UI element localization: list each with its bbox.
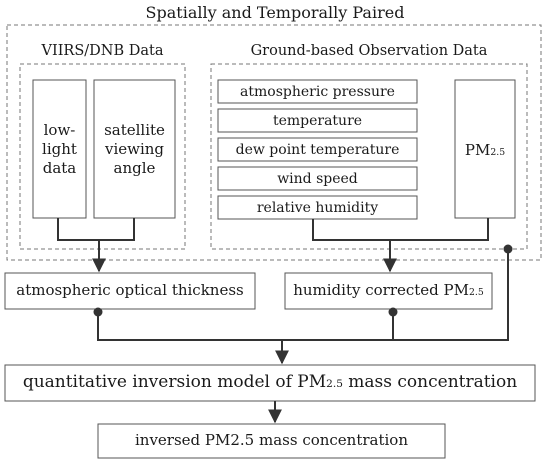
low-light-box [32,79,87,219]
model-sub: 2.5 [326,378,343,390]
item-atmospheric-pressure: atmospheric pressure [240,84,395,100]
result-label: inversed PM2.5 mass concentration [134,431,409,449]
low-light-line-2: light [42,140,77,158]
outer-dashed-frame [6,24,542,261]
outer-title: Spatially and Temporally Paired [145,3,405,22]
pm25-sub: 2.5 [490,147,506,158]
low-light-line-3: data [42,159,77,177]
humidity-corrected-box [284,272,493,310]
viewing-angle-line-2: viewing [104,140,165,158]
model-pre: quantitative inversion model of PM [22,372,327,392]
viewing-angle-box [93,79,176,219]
item-temperature: temperature [272,113,363,129]
aot-box [4,272,256,310]
pm25-box [454,79,516,219]
item-box-humidity [217,195,418,220]
item-relative-humidity: relative humidity [256,200,379,216]
viirs-title: VIIRS/DNB Data [41,43,164,59]
pm25-label: PM2.5 [455,143,515,158]
humidity-main: humidity corrected PM [293,281,469,299]
item-dew-point-temperature: dew point temperature [235,142,400,158]
viirs-merge-line [57,218,135,241]
humidity-sub: 2.5 [469,287,484,298]
result-box [97,423,446,459]
item-wind-speed: wind speed [277,171,358,187]
inputs-merge-line [97,312,394,341]
item-box-dew-point [217,137,418,162]
model-box [4,364,536,402]
low-light-line-1: low- [43,121,76,139]
ground-dashed-frame [210,63,528,250]
aot-label: atmospheric optical thickness [16,281,244,299]
pm25-main: PM [464,141,491,159]
model-label: quantitative inversion model of PM2.5 ma… [5,374,535,391]
model-post: mass concentration [342,372,518,392]
viewing-angle-line-3: angle [113,159,156,177]
item-box-wind-speed [217,166,418,191]
item-box-pressure [217,79,418,104]
ground-title: Ground-based Observation Data [250,43,488,59]
item-box-temperature [217,108,418,133]
viewing-angle-line-1: satellite [104,121,165,139]
humidity-corrected-label: humidity corrected PM2.5 [285,283,492,298]
ground-merge-line [312,218,489,241]
